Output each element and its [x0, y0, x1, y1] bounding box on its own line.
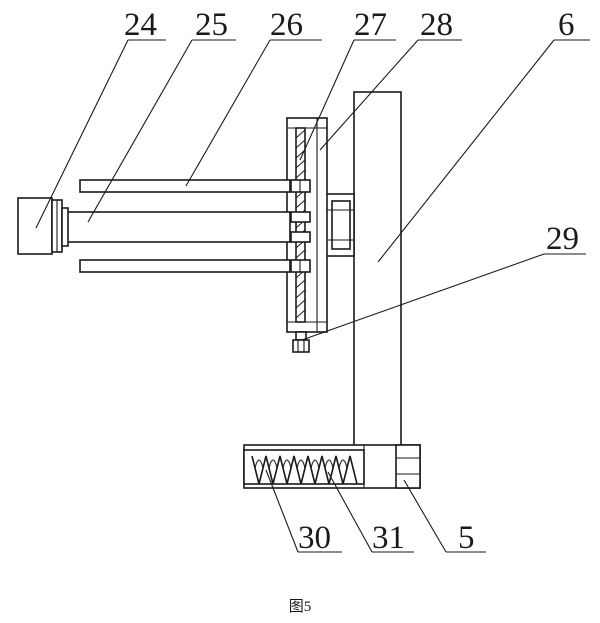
label-31: 31	[372, 520, 405, 556]
lower-rod	[79, 259, 291, 273]
bottom-fitting	[292, 331, 310, 353]
label-5: 5	[458, 520, 475, 556]
label-29: 29	[546, 221, 579, 257]
label-28: 28	[420, 7, 453, 43]
spring-chamber	[243, 449, 365, 485]
lead-screw	[295, 127, 306, 323]
central-shaft	[65, 211, 291, 243]
label-26: 26	[270, 7, 303, 43]
figure-caption: 图5	[289, 598, 312, 615]
label-25: 25	[195, 7, 228, 43]
motor	[17, 197, 69, 255]
slide-block	[395, 444, 421, 489]
label-6: 6	[558, 7, 575, 43]
label-30: 30	[298, 520, 331, 556]
leader-lines	[35, 39, 590, 553]
label-27: 27	[354, 7, 387, 43]
mounting-frame	[286, 117, 328, 333]
connector-flange	[331, 200, 351, 250]
vertical-column	[353, 91, 402, 448]
screw-nuts	[290, 179, 311, 273]
compression-spring	[251, 455, 358, 485]
upper-rod	[79, 179, 291, 193]
label-24: 24	[124, 7, 157, 43]
